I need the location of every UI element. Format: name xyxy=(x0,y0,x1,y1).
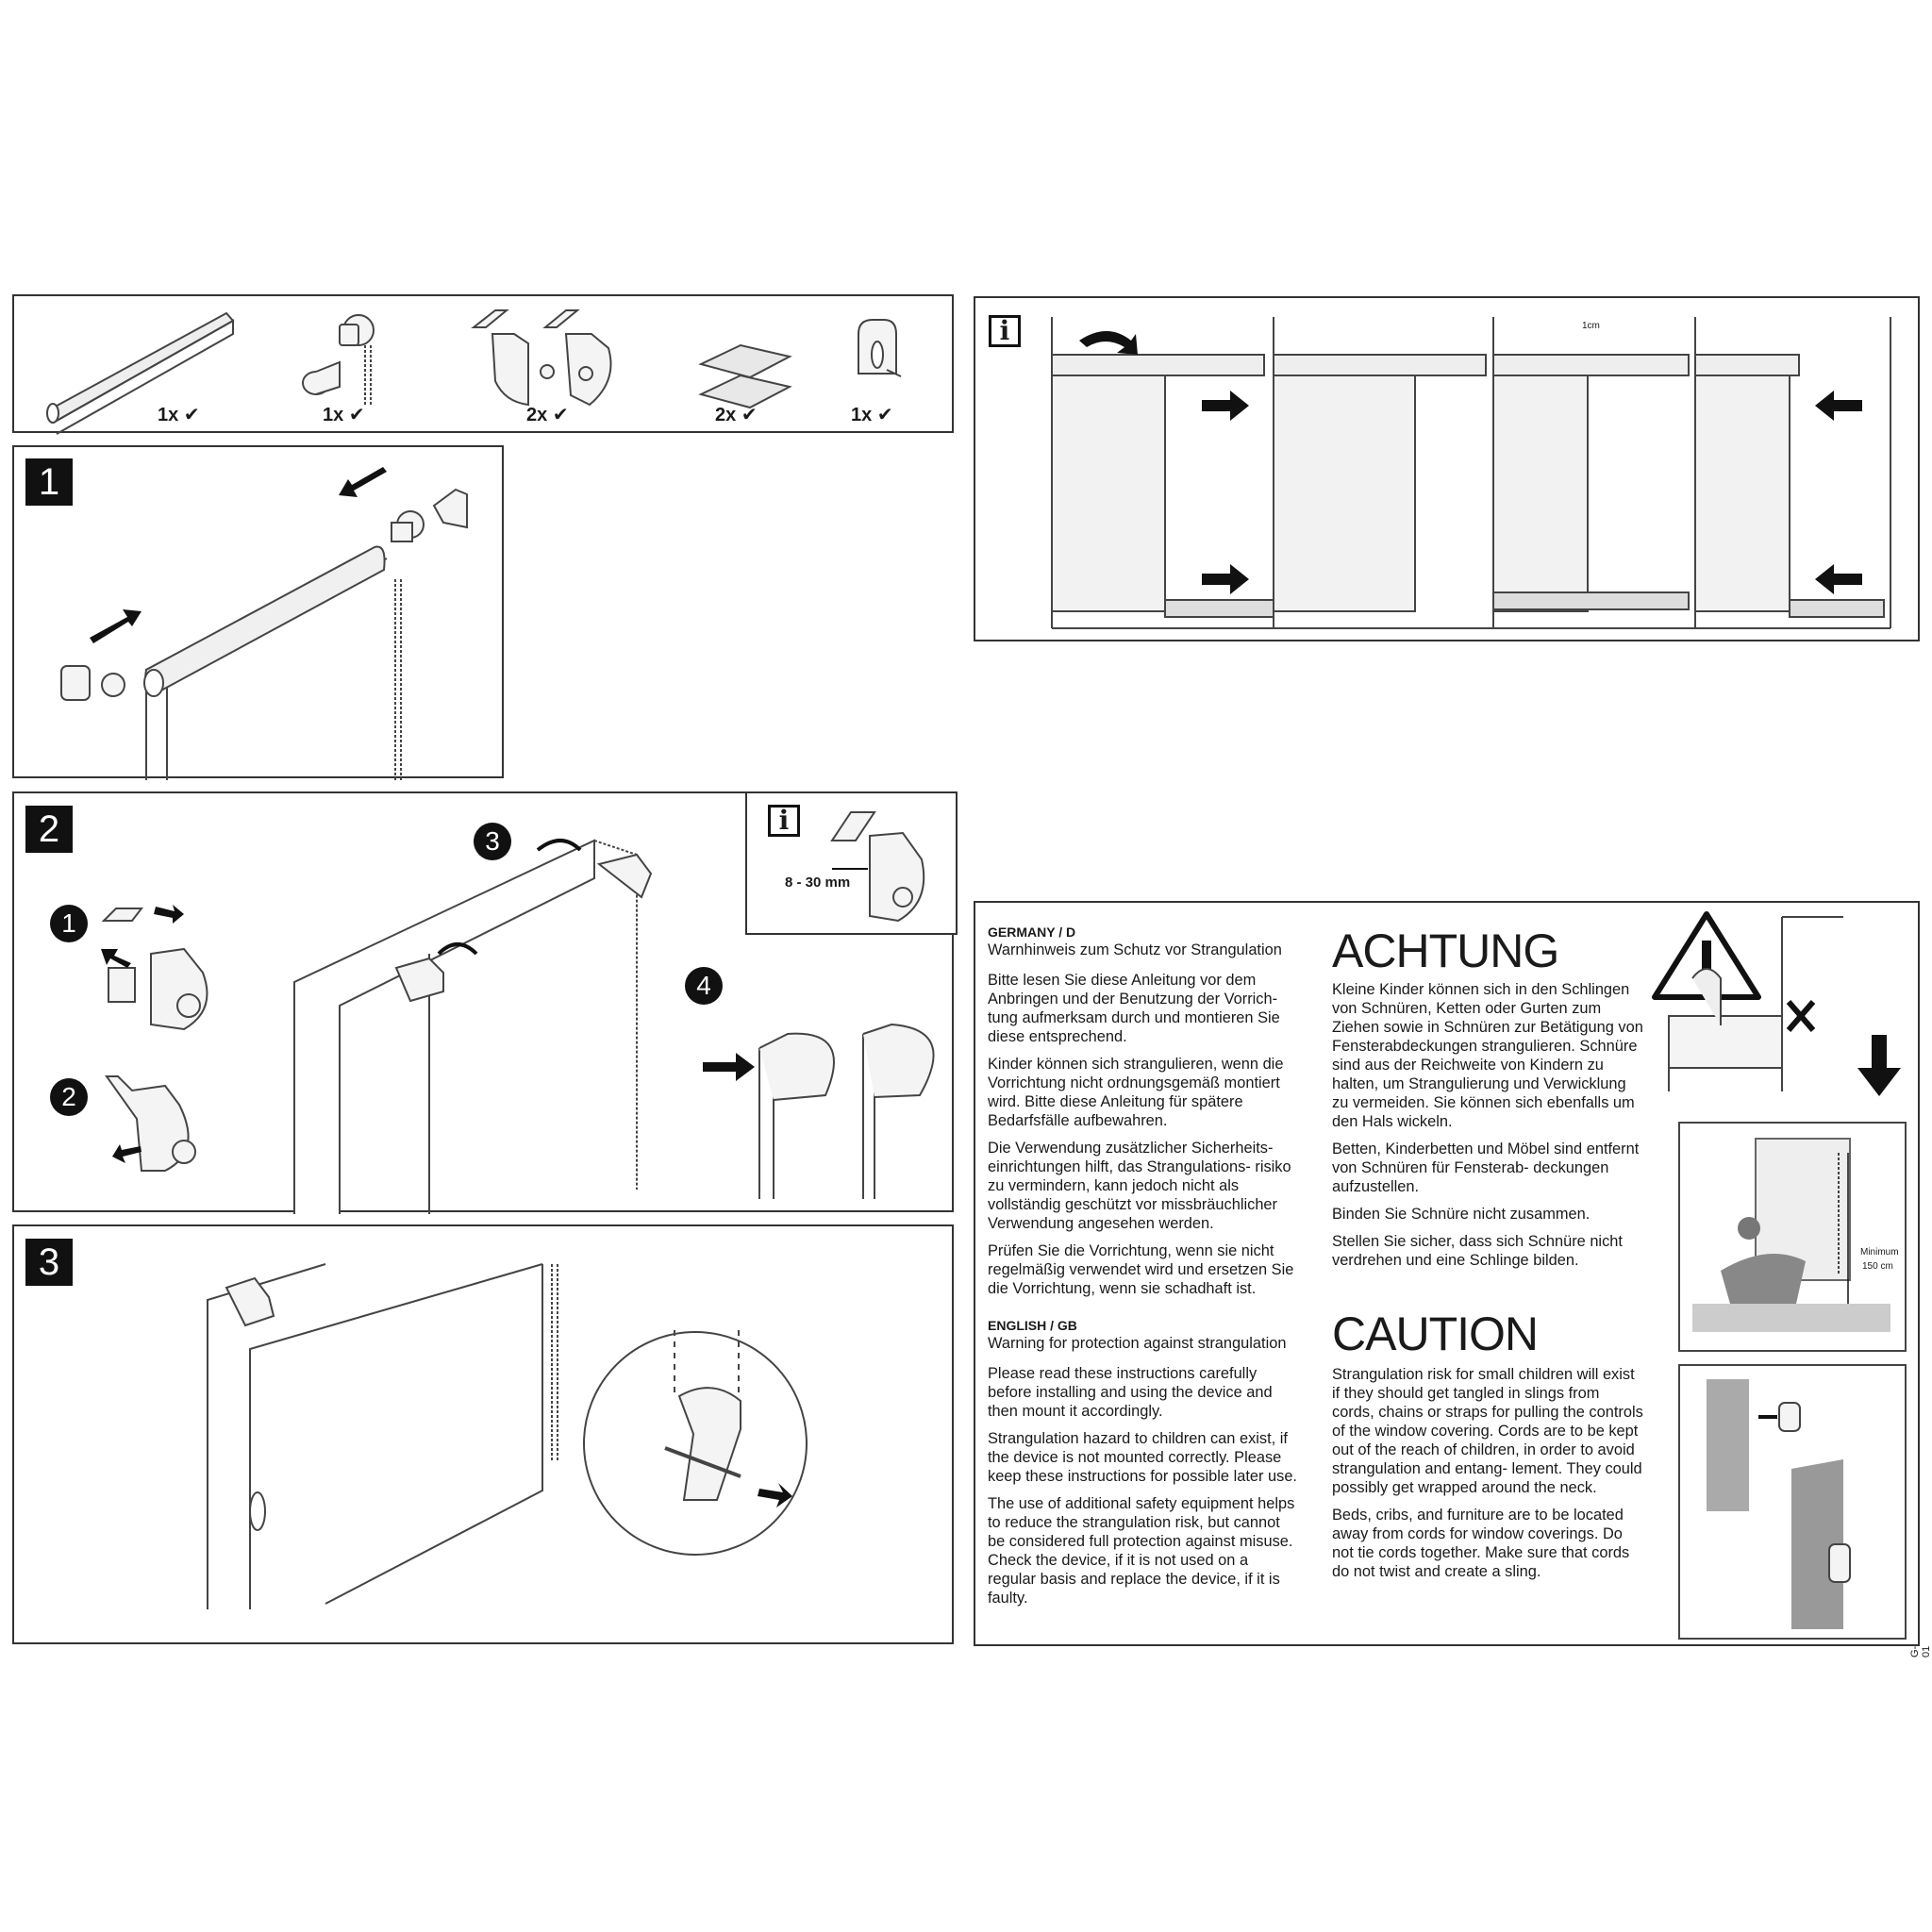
minimum-value: 150 cm xyxy=(1862,1261,1893,1272)
german-paragraph: Bitte lesen Sie diese Anleitung vor dem … xyxy=(988,972,1280,1045)
step-1-illustration xyxy=(60,467,468,780)
qty-chain-end: 1x ✔ xyxy=(323,403,365,426)
step-2-sub-2: 2 xyxy=(50,1078,88,1116)
info-icon: i xyxy=(989,315,1021,347)
achtung-paragraph: Binden Sie Schnüre nicht zusammen. xyxy=(1332,1206,1591,1223)
english-subtitle: Warning for protection against strangula… xyxy=(988,1335,1287,1352)
info-icon: i xyxy=(768,805,800,837)
check-icon: ✔ xyxy=(876,405,893,425)
check-icon: ✔ xyxy=(552,405,569,425)
achtung-heading: ACHTUNG xyxy=(1332,924,1559,977)
achtung-text: Kleine Kinder können sich in den Schling… xyxy=(1332,980,1643,1278)
trim-illustration xyxy=(1051,317,1891,629)
qty-label: 1x xyxy=(851,405,873,425)
german-paragraph: Prüfen Sie die Vorrichtung, wenn sie nic… xyxy=(988,1242,1294,1297)
trim-panel: i 1cm xyxy=(974,296,1920,641)
caution-paragraph: Strangulation risk for small children wi… xyxy=(1332,1366,1643,1496)
bracket-spacing-illustration xyxy=(830,811,925,923)
parts-illustrations xyxy=(46,309,902,435)
caution-text: Strangulation risk for small children wi… xyxy=(1332,1365,1643,1590)
qty-label: 1x xyxy=(158,405,179,425)
check-icon: ✔ xyxy=(741,405,758,425)
achtung-paragraph: Betten, Kinderbetten und Möbel sind entf… xyxy=(1332,1141,1640,1195)
check-icon: ✔ xyxy=(348,405,365,425)
step-2-sub-4: 4 xyxy=(685,967,723,1005)
german-subtitle: Warnhinweis zum Schutz vor Strangulation xyxy=(988,941,1282,958)
english-country: ENGLISH / GB xyxy=(988,1318,1077,1333)
qty-brackets: 2x ✔ xyxy=(526,403,569,426)
step-1-panel: 1 xyxy=(12,445,504,780)
document-code: G-01 xyxy=(1909,1645,1932,1657)
check-icon: ✔ xyxy=(183,405,200,425)
warning-panel: GERMANY / D Warnhinweis zum Schutz vor S… xyxy=(974,901,1932,1657)
qty-label: 2x xyxy=(715,405,737,425)
step-3-panel: 3 xyxy=(12,1224,954,1644)
minimum-label: Minimum xyxy=(1860,1247,1899,1257)
step-2-sub-1: 1 xyxy=(50,905,88,942)
step-3-illustration xyxy=(207,1263,808,1609)
trim-measure-label: 1cm xyxy=(1582,321,1600,331)
step-2-sub-3: 3 xyxy=(474,823,511,860)
step-3-number: 3 xyxy=(25,1239,73,1286)
german-paragraph: Kinder können sich strangulieren, wenn d… xyxy=(988,1056,1284,1129)
caution-paragraph: Beds, cribs, and furniture are to be loc… xyxy=(1332,1507,1630,1580)
step-1-number: 1 xyxy=(25,458,73,506)
english-paragraph: Please read these instructions carefully… xyxy=(988,1365,1273,1420)
english-warning: ENGLISH / GB Warning for protection agai… xyxy=(988,1317,1299,1616)
english-paragraph: The use of additional safety equipment h… xyxy=(988,1495,1295,1607)
achtung-paragraph: Kleine Kinder können sich in den Schling… xyxy=(1332,981,1643,1130)
spacing-range-label: 8 - 30 mm xyxy=(785,874,851,891)
bracket-info-inset: i 8 - 30 mm xyxy=(745,791,958,935)
german-paragraph: Die Verwendung zusätzlicher Sicherheits-… xyxy=(988,1140,1291,1232)
german-warning: GERMANY / D Warnhinweis zum Schutz vor S… xyxy=(988,924,1299,1307)
step-2-illustration xyxy=(101,839,935,1214)
step-2-number: 2 xyxy=(25,806,73,853)
qty-label: 2x xyxy=(526,405,548,425)
qty-pads: 2x ✔ xyxy=(715,403,758,426)
qty-tensioner: 1x ✔ xyxy=(851,403,893,426)
step-2-panel: 2 1 2 3 4 xyxy=(12,791,958,1214)
safety-illustrations xyxy=(1652,911,1907,1640)
qty-roller-tube: 1x ✔ xyxy=(158,403,200,426)
german-country: GERMANY / D xyxy=(988,924,1076,940)
english-paragraph: Strangulation hazard to children can exi… xyxy=(988,1430,1297,1485)
parts-panel: 1x ✔ 1x ✔ 2x ✔ 2x ✔ 1x ✔ xyxy=(12,294,954,435)
qty-label: 1x xyxy=(323,405,344,425)
achtung-paragraph: Stellen Sie sicher, dass sich Schnüre ni… xyxy=(1332,1233,1623,1269)
caution-heading: CAUTION xyxy=(1332,1307,1539,1360)
